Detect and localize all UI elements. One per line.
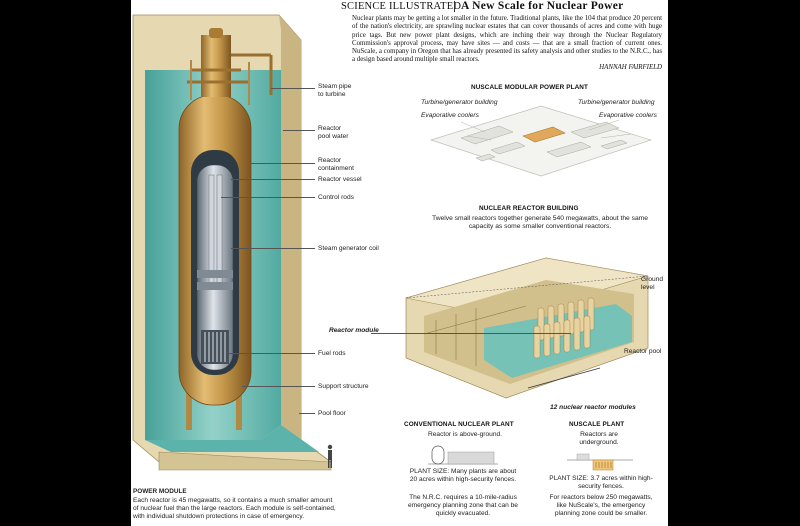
conventional-plant-icon: [428, 445, 498, 465]
reactor-building-text: Twelve small reactors together generate …: [432, 215, 648, 231]
label-coolers-left: Evaporative coolers: [421, 112, 479, 119]
person-scale-figure: [327, 444, 333, 468]
page-title: A New Scale for Nuclear Power: [461, 0, 624, 12]
label-coolers-right: Evaporative coolers: [599, 112, 657, 119]
nuscale-site-diagram: [429, 105, 653, 177]
nuscale-size: PLANT SIZE: 3.7 acres within high-securi…: [549, 475, 653, 491]
nuscale-title: NUSCALE PLANT: [569, 421, 625, 428]
reactor-module-row: [533, 297, 595, 359]
label-reactor-module: Reactor module: [329, 327, 379, 334]
pool-floor-slab: [158, 451, 332, 471]
label-turbine-left: Turbine/generator building: [421, 99, 498, 106]
conventional-text: The N.R.C. requires a 10-mile-radius eme…: [408, 494, 518, 518]
leader-reactor-module: [371, 333, 571, 334]
label-vessel: Reactor vessel: [318, 176, 362, 183]
label-turbine-right: Turbine/generator building: [578, 99, 655, 106]
conventional-size: PLANT SIZE: Many plants are about 20 acr…: [409, 468, 517, 484]
section-label: SCIENCE ILLUSTRATED: [341, 1, 462, 12]
leader-support: [242, 386, 315, 387]
reactor-building-highlight: [522, 126, 566, 143]
nuscale-text: For reactors below 250 megawatts, like N…: [549, 494, 653, 518]
leader-control-rods: [221, 197, 315, 198]
nuscale-subtitle: Reactors are underground.: [579, 431, 619, 447]
label-pool-water: Reactor pool water: [318, 125, 349, 140]
conventional-subtitle: Reactor is above-ground.: [427, 431, 503, 438]
reactor-vessel: [196, 164, 234, 371]
header-divider: [454, 1, 455, 12]
modules-bracket: [527, 367, 601, 389]
label-fuel-rods: Fuel rods: [318, 350, 346, 357]
label-steam-pipe: Steam pipe to turbine: [318, 83, 352, 98]
power-module-cutaway: [132, 14, 333, 471]
byline: HANNAH FAIRFIELD: [599, 63, 662, 71]
power-module-caption: POWER MODULE Each reactor is 45 megawatt…: [133, 488, 338, 521]
label-containment: Reactor containment: [318, 157, 354, 172]
leader-pool-floor: [299, 413, 315, 414]
reactor-building-cutaway: [405, 257, 649, 399]
leader-fuel-rods: [229, 353, 315, 354]
conventional-title: CONVENTIONAL NUCLEAR PLANT: [404, 421, 514, 428]
label-reactor-pool: Reactor pool: [624, 348, 662, 355]
leader-steam-coil: [231, 248, 315, 249]
power-module-title: POWER MODULE: [133, 488, 187, 495]
label-ground-level: Ground level: [641, 276, 663, 291]
label-support: Support structure: [318, 383, 369, 390]
nuscale-plant-title: NUSCALE MODULAR POWER PLANT: [471, 84, 589, 91]
fuel-core: [201, 330, 229, 364]
label-control-rods: Control rods: [318, 194, 354, 201]
infographic-page: SCIENCE ILLUSTRATED A New Scale for Nucl…: [131, 0, 668, 526]
label-12-modules: 12 nuclear reactor modules: [550, 404, 636, 411]
nuscale-plant-icon: [567, 453, 633, 471]
leader-pool-water: [283, 130, 315, 131]
power-module-text: Each reactor is 45 megawatts, so it cont…: [133, 496, 336, 520]
label-steam-coil: Steam generator coil: [318, 245, 379, 252]
label-pool-floor: Pool floor: [318, 410, 346, 417]
leader-steam-pipe: [271, 88, 315, 89]
leader-vessel: [231, 179, 315, 180]
leader-containment: [251, 163, 315, 164]
intro-text: Nuclear plants may be getting a lot smal…: [352, 15, 662, 71]
reactor-building-title: NUCLEAR REACTOR BUILDING: [479, 205, 579, 212]
